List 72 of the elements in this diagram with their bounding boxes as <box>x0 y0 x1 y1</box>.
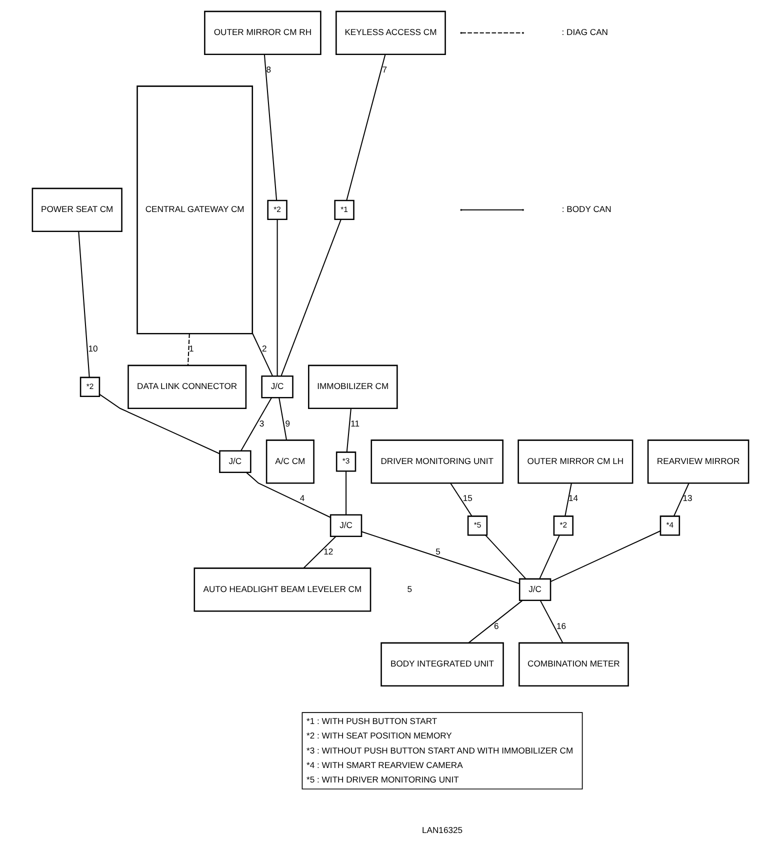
edge-label: 11 <box>350 418 360 428</box>
node-box: J/C <box>261 376 294 398</box>
node-box: J/C <box>518 578 552 602</box>
edge-label: 3 <box>259 418 264 428</box>
edge-label: 2 <box>262 344 267 354</box>
node-box: OUTER MIRROR CM RH <box>204 10 322 56</box>
connector <box>276 219 278 376</box>
node-box: *5 <box>467 516 488 536</box>
connector <box>485 534 526 579</box>
label: 5 <box>407 584 412 594</box>
node-box: *2 <box>267 200 288 220</box>
label: *4 : WITH SMART REARVIEW CAMERA <box>306 760 463 770</box>
connector <box>450 482 472 516</box>
edge-label: 9 <box>285 418 290 428</box>
label: *3 : WITHOUT PUSH BUTTON START AND WITH IMMOBILIZER CM <box>306 745 574 756</box>
connector <box>346 471 347 515</box>
node-box: KEYLESS ACCESS CM <box>336 10 446 56</box>
node-box: A/C CM <box>266 440 314 484</box>
label: *2 : WITH SEAT POSITION MEMORY <box>306 730 452 741</box>
node-box: REARVIEW MIRROR <box>647 440 750 484</box>
label: LAN16325 <box>422 825 463 836</box>
node-box: OUTER MIRROR CM LH <box>518 440 634 484</box>
edge-label: 13 <box>682 493 692 504</box>
connector <box>278 398 288 440</box>
edge-label: 10 <box>88 344 98 354</box>
connector <box>539 534 560 579</box>
edge-label: 8 <box>266 64 272 74</box>
connector <box>303 536 336 568</box>
node-box: *4 <box>660 516 680 536</box>
node-box: *2 <box>80 376 100 397</box>
edge-label: 16 <box>556 621 566 632</box>
edge-label: 7 <box>382 64 388 74</box>
legend-label: : BODY CAN <box>562 204 612 214</box>
edge-label: 1 <box>188 344 194 354</box>
connector <box>673 483 690 516</box>
edge-label: 4 <box>300 493 305 504</box>
node-box: J/C <box>330 514 362 538</box>
connector <box>252 333 274 376</box>
node-box: *1 <box>334 200 354 220</box>
node-box: DATA LINK CONNECTOR <box>128 364 247 410</box>
node-box: IMMOBILIZER CM <box>308 364 398 410</box>
connector <box>240 398 272 451</box>
connector <box>346 54 386 200</box>
node-box: BODY INTEGRATED UNIT <box>380 642 504 687</box>
node-box: CENTRAL GATEWAY CM <box>136 86 254 334</box>
node-box: POWER SEAT CM <box>32 188 122 232</box>
label: *5 : WITH DRIVER MONITORING UNIT <box>306 774 459 785</box>
node-box: AUTO HEADLIGHT BEAM LEVELER CM <box>194 568 372 612</box>
connector <box>188 334 190 366</box>
edge-label: 6 <box>494 621 499 632</box>
connector <box>264 54 278 200</box>
connector <box>280 219 342 376</box>
connector <box>99 394 220 454</box>
edge-label: 5 <box>436 546 440 556</box>
legend-label: : DIAG CAN <box>562 27 608 38</box>
edge-label: 15 <box>462 493 472 504</box>
connector <box>550 530 660 582</box>
node-box: *2 <box>553 516 574 536</box>
node-box: COMBINATION METER <box>518 642 629 687</box>
connector <box>361 531 520 584</box>
node-box: J/C <box>219 450 252 474</box>
connector <box>564 483 572 516</box>
connector <box>468 600 522 644</box>
edge-label: 12 <box>324 546 334 556</box>
node-box: DRIVER MONITORING UNIT <box>370 440 504 484</box>
connector <box>246 472 331 518</box>
connector <box>540 600 564 643</box>
node-box: *3 <box>336 452 356 472</box>
connector <box>78 232 90 378</box>
edge-label: 14 <box>568 493 578 504</box>
connector <box>346 408 352 452</box>
label: *1 : WITH PUSH BUTTON START <box>306 716 438 726</box>
